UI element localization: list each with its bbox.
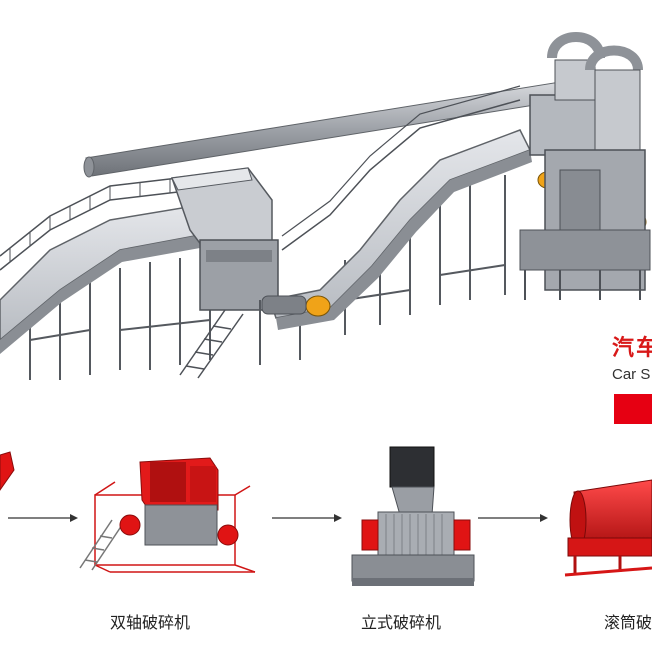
drum-separator [564,479,652,577]
process-flow [0,446,652,586]
accent-bar [614,394,652,424]
flow-arrow [478,514,548,522]
separation-tower [519,32,651,300]
label-drum: 滚筒破 [604,613,652,632]
main-plant [0,32,651,380]
vertical-crusher [351,446,475,586]
middle-conveyor [269,129,532,319]
page-subtitle: Car S [612,366,651,383]
label-double-shaft-shredder: 双轴破碎机 [110,613,191,632]
flow-arrow [8,514,78,522]
first-machine-partial [0,451,15,491]
page-title: 汽车 [612,336,652,361]
label-vertical-crusher: 立式破碎机 [361,613,442,632]
double-shaft-shredder [79,457,256,573]
flow-arrow [272,514,342,522]
